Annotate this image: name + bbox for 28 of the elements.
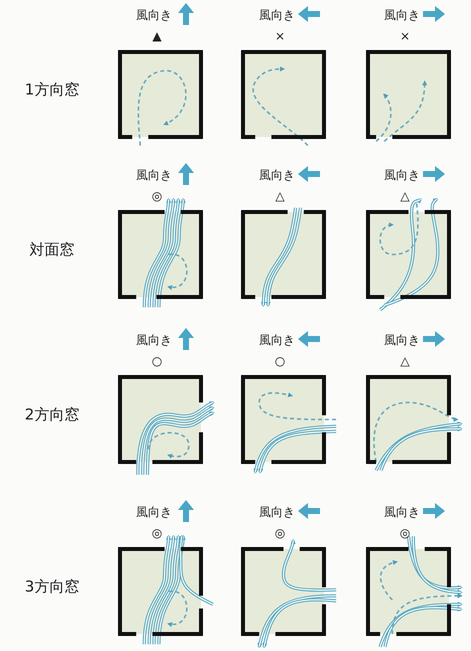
- rating-mark: ×: [400, 30, 410, 42]
- rating-mark: △: [275, 190, 285, 202]
- wind-direction-label: 風向き: [384, 506, 420, 518]
- row-label: 3方向窓: [24, 580, 80, 595]
- rating-mark: △: [400, 190, 410, 202]
- wind-direction-label: 風向き: [384, 9, 420, 21]
- rating-mark: ○: [274, 355, 286, 367]
- rating-mark: ◎: [274, 527, 286, 539]
- wind-direction-label: 風向き: [136, 334, 172, 346]
- rating-mark: ×: [274, 30, 286, 42]
- wind-direction-label: 風向き: [259, 506, 295, 518]
- wind-direction-label: 風向き: [136, 169, 172, 181]
- wind-direction-label: 風向き: [259, 9, 295, 21]
- wind-direction-label: 風向き: [259, 169, 295, 181]
- rating-mark: ▲: [152, 30, 162, 42]
- wind-direction-label: 風向き: [259, 334, 295, 346]
- rating-mark: ○: [152, 355, 162, 367]
- rating-mark: △: [400, 355, 410, 367]
- rating-mark: ◎: [400, 527, 410, 539]
- wind-direction-label: 風向き: [136, 506, 172, 518]
- row-label: 1方向窓: [24, 82, 80, 98]
- rating-mark: ◎: [152, 527, 162, 539]
- row-label: 対面窓: [30, 242, 74, 258]
- row-label: 2方向窓: [24, 408, 80, 423]
- wind-direction-label: 風向き: [384, 334, 420, 346]
- rating-mark: ◎: [152, 190, 162, 202]
- wind-direction-label: 風向き: [136, 9, 172, 21]
- wind-direction-label: 風向き: [384, 169, 420, 181]
